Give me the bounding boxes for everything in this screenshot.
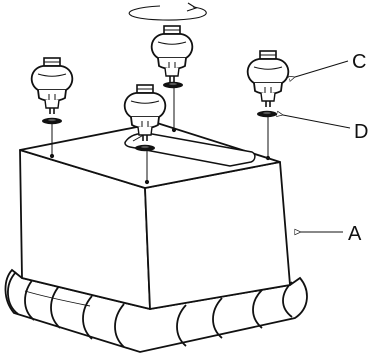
callout-c: C bbox=[295, 51, 366, 77]
callout-d: D bbox=[283, 115, 368, 143]
leveler-foot-right bbox=[246, 50, 290, 108]
placement-lines bbox=[51, 88, 269, 181]
washer-right bbox=[257, 110, 277, 118]
leveler-foot-back-left bbox=[30, 57, 74, 115]
mounting-hole bbox=[265, 155, 271, 161]
mounting-hole bbox=[49, 153, 55, 159]
callout-d-label: D bbox=[354, 121, 368, 143]
mounting-hole bbox=[171, 127, 177, 133]
washer-back-center bbox=[163, 81, 183, 89]
callout-a-label: A bbox=[348, 223, 362, 245]
block-top-face bbox=[19, 122, 281, 189]
rotation-arrow bbox=[128, 2, 207, 21]
washer-back-left bbox=[42, 117, 62, 125]
mounting-hole bbox=[144, 179, 150, 185]
washer-front bbox=[135, 144, 155, 152]
callout-c-label: C bbox=[352, 51, 366, 73]
callout-a: A bbox=[301, 223, 362, 245]
base-block bbox=[19, 122, 291, 310]
mounting-holes bbox=[49, 127, 271, 185]
leveler-foot-back-center bbox=[150, 25, 194, 83]
